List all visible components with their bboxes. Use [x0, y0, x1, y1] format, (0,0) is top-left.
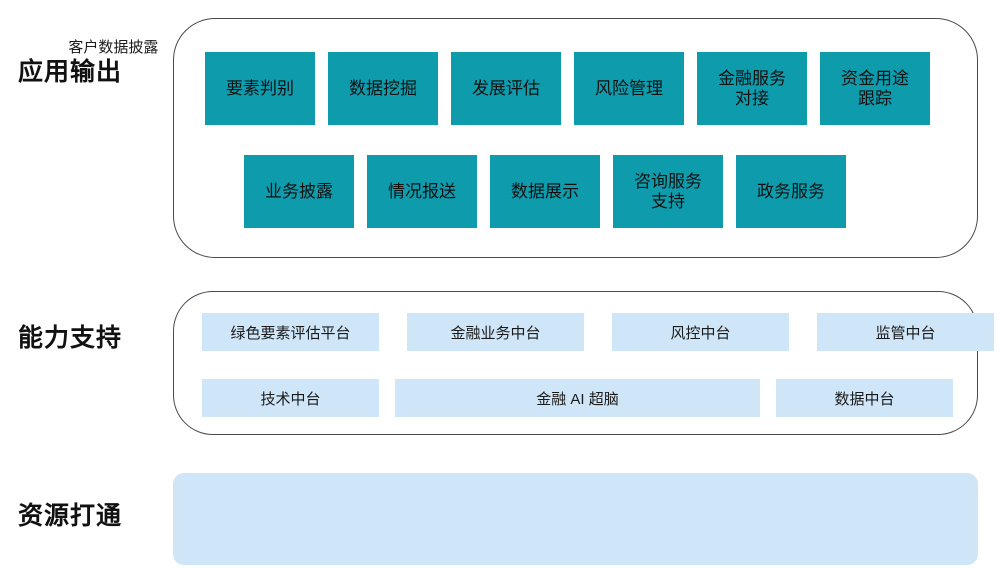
card-development-assessment[interactable]: 发展评估: [451, 52, 561, 125]
card-government-service[interactable]: 政务服务: [736, 155, 846, 228]
card-situation-reporting[interactable]: 情况报送: [367, 155, 477, 228]
card-data-midplatform[interactable]: 数据中台: [776, 379, 953, 417]
card-data-mining[interactable]: 数据挖掘: [328, 52, 438, 125]
card-financial-service-docking[interactable]: 金融服务 对接: [697, 52, 807, 125]
card-data-presentation[interactable]: 数据展示: [490, 155, 600, 228]
card-consulting-service-support[interactable]: 咨询服务 支持: [613, 155, 723, 228]
card-green-element-assessment-platform[interactable]: 绿色要素评估平台: [202, 313, 379, 351]
resource-integration-panel: [173, 473, 978, 565]
card-element-identification[interactable]: 要素判别: [205, 52, 315, 125]
card-financial-ai-brain[interactable]: 金融 AI 超脑: [395, 379, 760, 417]
card-risk-management[interactable]: 风险管理: [574, 52, 684, 125]
ability-support-row-2: 技术中台 金融 AI 超脑 数据中台: [202, 379, 953, 417]
card-financial-business-midplatform[interactable]: 金融业务中台: [407, 313, 584, 351]
ability-support-row-1: 绿色要素评估平台 金融业务中台 风控中台 监管中台: [202, 313, 994, 351]
application-output-row-2: 业务披露 情况报送 数据展示 咨询服务 支持 政务服务: [244, 155, 846, 228]
card-risk-control-midplatform[interactable]: 风控中台: [612, 313, 789, 351]
card-business-disclosure[interactable]: 业务披露: [244, 155, 354, 228]
resource-item-customer-data-disclosure[interactable]: 客户数据披露: [68, 38, 159, 56]
card-technology-midplatform[interactable]: 技术中台: [202, 379, 379, 417]
section-label-ability-support: 能力支持: [18, 324, 123, 352]
card-fund-usage-tracking[interactable]: 资金用途 跟踪: [820, 52, 930, 125]
section-label-application-output: 应用输出: [18, 58, 123, 86]
section-label-resource-integration: 资源打通: [18, 502, 123, 530]
card-regulatory-midplatform[interactable]: 监管中台: [817, 313, 994, 351]
application-output-row-1: 要素判别 数据挖掘 发展评估 风险管理 金融服务 对接 资金用途 跟踪: [205, 52, 930, 125]
